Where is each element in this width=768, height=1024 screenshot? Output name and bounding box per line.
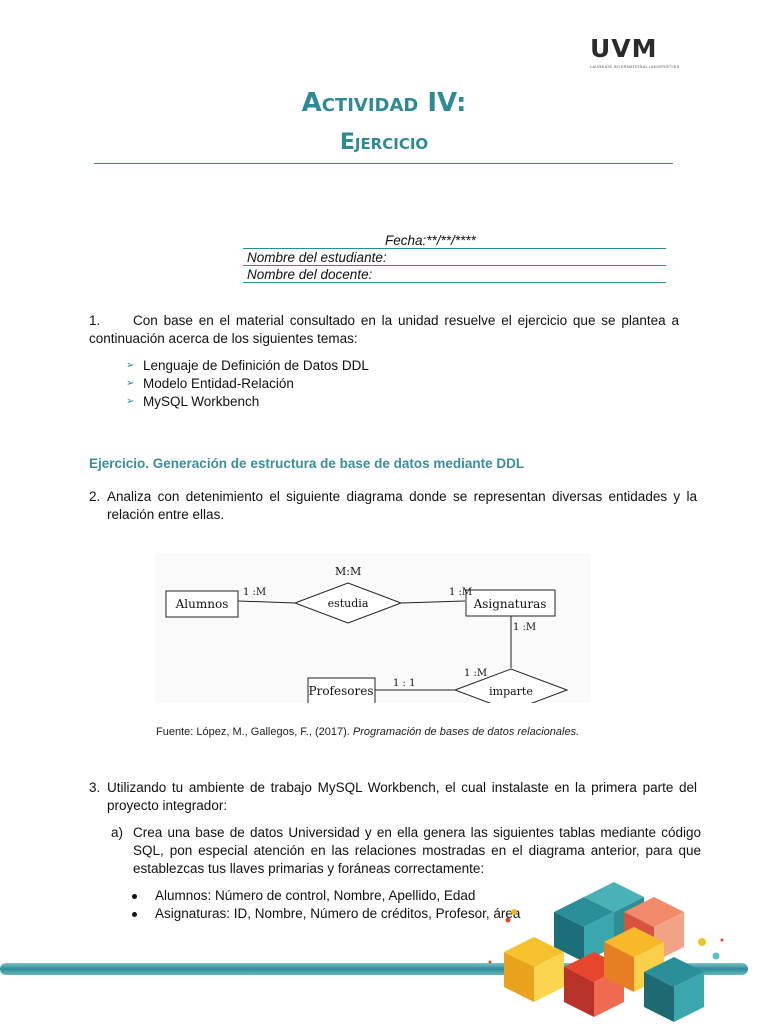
item-2-text: Analiza con detenimiento el siguiente di…: [107, 489, 697, 522]
item-1-number: 1.: [89, 313, 101, 328]
cardinality-alumnos: 1 :M: [243, 587, 266, 598]
title-line-1: Actividad IV:: [301, 88, 467, 118]
item-3-number: 3.: [89, 780, 101, 795]
section-heading: Ejercicio. Generación de estructura de b…: [89, 456, 525, 471]
entity-alumnos-label: Alumnos: [175, 597, 229, 611]
topics-list: ➢ Lenguaje de Definición de Datos DDL ➢ Mo…: [125, 357, 369, 411]
entity-profesores-label: Profesores: [309, 684, 374, 698]
list-item: ➢ MySQL Workbench: [125, 393, 369, 411]
logo-subtext: LAUREATE INTERNATIONAL UNIVERSITIES: [590, 64, 680, 69]
caption-prefix: Fuente: López, M., Gallegos, F., (2017).: [156, 726, 353, 738]
entity-alumnos: [165, 590, 239, 618]
item-3a-label: a): [111, 825, 124, 840]
topic-label: Lenguaje de Definición de Datos DDL: [143, 358, 369, 373]
entity-asignaturas: [465, 589, 556, 617]
figure-caption: Fuente: López, M., Gallegos, F., (2017).…: [156, 726, 579, 738]
table-spec: Asignaturas: ID, Nombre, Número de crédi…: [155, 906, 521, 921]
item-1: 1.Con base en el material consultado en …: [89, 312, 679, 348]
tables-list: Alumnos: Número de control, Nombre, Apel…: [129, 887, 520, 923]
bullet-dot-icon: [132, 912, 137, 917]
cardinality-asignaturas: 1 :M: [449, 587, 472, 598]
arrow-bullet-icon: ➢: [126, 396, 135, 407]
page-title: Actividad IV:: [0, 88, 768, 118]
uvm-logo: UVM LAUREATE INTERNATIONAL UNIVERSITIES: [590, 34, 680, 72]
date-field: Fecha:**/**/****: [243, 233, 666, 249]
cardinality-profesores: 1 : 1: [393, 678, 415, 689]
arrow-bullet-icon: ➢: [126, 378, 135, 389]
item-3a-text: Crea una base de datos Universidad y en …: [133, 825, 701, 876]
cube-decoration: [488, 882, 724, 1022]
item-2: 2. Analiza con detenimiento el siguiente …: [89, 488, 697, 524]
item-1-text: Con base en el material consultado en la…: [89, 313, 679, 346]
cardinality-asignaturas-imparte: 1 :M: [513, 622, 536, 633]
relation-imparte-label: imparte: [489, 685, 533, 698]
list-item: ➢ Modelo Entidad-Relación: [125, 375, 369, 393]
er-diagram: Alumnos Asignaturas Profesores estudia i…: [155, 553, 591, 703]
item-2-number: 2.: [89, 489, 101, 504]
line-estudia-asignaturas: [400, 600, 466, 604]
bullet-dot-icon: [132, 894, 137, 899]
relation-estudia-label: estudia: [328, 597, 369, 610]
entity-profesores: [307, 677, 376, 703]
table-spec: Alumnos: Número de control, Nombre, Apel…: [155, 888, 476, 903]
list-item: ➢ Lenguaje de Definición de Datos DDL: [125, 357, 369, 375]
relation-estudia: [293, 582, 403, 624]
title-line-2: Ejercicio: [339, 130, 429, 155]
item-3: 3. Utilizando tu ambiente de trabajo MySQ…: [89, 779, 697, 815]
entity-asignaturas-label: Asignaturas: [473, 597, 547, 611]
topic-label: MySQL Workbench: [143, 394, 260, 409]
list-item: Alumnos: Número de control, Nombre, Apel…: [129, 887, 520, 905]
cardinality-imparte: 1 :M: [464, 668, 487, 679]
list-item: Asignaturas: ID, Nombre, Número de crédi…: [129, 905, 520, 923]
page-subtitle: Ejercicio: [0, 130, 768, 155]
teacher-name-field: Nombre del docente:: [243, 267, 666, 283]
relation-imparte: [453, 668, 569, 703]
topic-label: Modelo Entidad-Relación: [143, 376, 294, 391]
item-3a: a) Crea una base de datos Universidad y e…: [111, 824, 701, 878]
logo-text: UVM: [590, 34, 658, 63]
line-alumnos-estudia: [237, 600, 296, 604]
caption-title: Programación de bases de datos relaciona…: [352, 726, 580, 738]
arrow-bullet-icon: ➢: [126, 360, 135, 371]
item-3-text: Utilizando tu ambiente de trabajo MySQL …: [107, 780, 697, 813]
student-name-field: Nombre del estudiante:: [243, 250, 666, 266]
title-divider: [94, 163, 673, 164]
cardinality-mm: M:M: [335, 565, 361, 578]
